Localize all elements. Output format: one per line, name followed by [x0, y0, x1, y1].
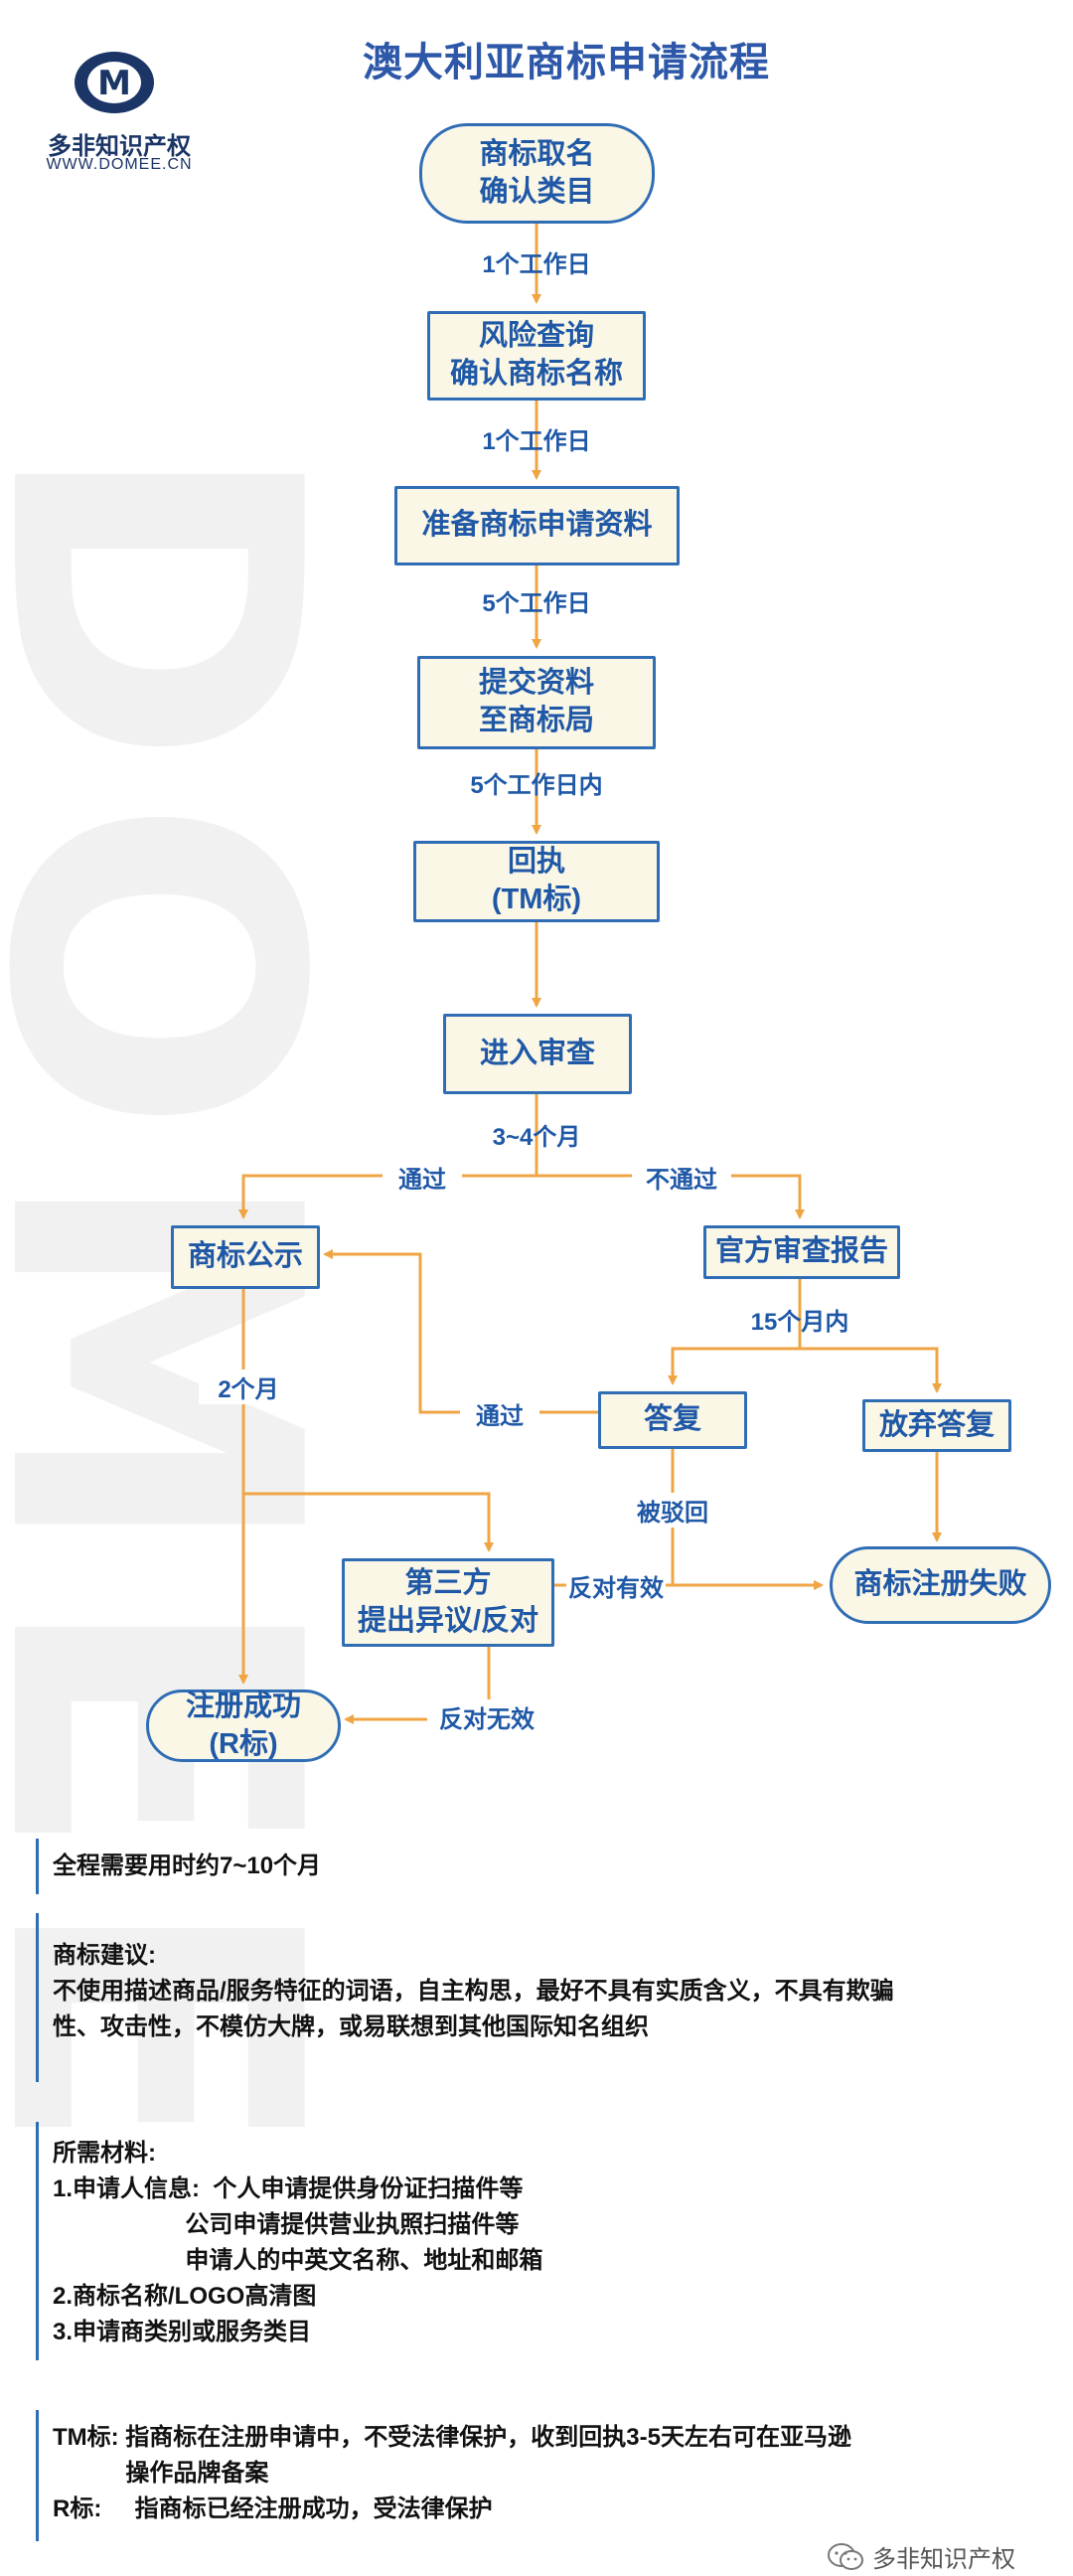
node-abandon-reply: 放弃答复 — [862, 1399, 1011, 1452]
label-reply-pass: 通过 — [460, 1396, 539, 1431]
node-receipt-tm: 回执(TM标) — [413, 841, 660, 922]
info-trademark-advice: 商标建议: 不使用描述商品/服务特征的词语，自主构思，最好不具有实质含义，不具有… — [36, 1913, 894, 2082]
node-registration-failed: 商标注册失败 — [830, 1546, 1051, 1624]
info-total-time: 全程需要用时约7~10个月 — [36, 1839, 321, 1894]
label-opposition-invalid: 反对无效 — [427, 1699, 546, 1734]
brand-url: WWW.DOMEE.CN — [46, 156, 193, 173]
label-rejected: 被驳回 — [621, 1493, 724, 1528]
node-registration-success: 注册成功(R标) — [146, 1690, 341, 1762]
label-opposition-valid: 反对有效 — [566, 1568, 666, 1603]
node-third-party-opposition: 第三方提出异议/反对 — [342, 1558, 554, 1647]
label-1-workday-a: 1个工作日 — [482, 251, 591, 278]
label-within-5-workdays: 5个工作日内 — [470, 772, 603, 799]
info-required-materials: 所需材料: 1.申请人信息: 个人申请提供身份证扫描件等 公司申请提供营业执照扫… — [36, 2122, 542, 2360]
arrow-report-abandon — [800, 1347, 942, 1393]
svg-text:M: M — [97, 64, 131, 103]
arrow-report-reply — [668, 1347, 800, 1385]
wechat-icon — [828, 2542, 863, 2570]
node-trademark-naming: 商标取名确认类目 — [419, 123, 655, 224]
label-1-workday-b: 1个工作日 — [482, 428, 591, 455]
node-submit-materials: 提交资料至商标局 — [417, 656, 656, 749]
node-risk-search: 风险查询确认商标名称 — [427, 311, 646, 401]
brand-name: 多非知识产权 — [48, 133, 191, 160]
page-title: 澳大利亚商标申请流程 — [363, 41, 770, 84]
label-not-pass: 不通过 — [632, 1160, 731, 1195]
node-prepare-materials: 准备商标申请资料 — [394, 486, 680, 565]
node-examination: 进入审查 — [443, 1014, 632, 1094]
label-3-4-months: 3~4个月 — [492, 1124, 581, 1151]
node-publication: 商标公示 — [171, 1225, 320, 1289]
domee-logo-icon: M — [75, 52, 154, 113]
node-reply: 答复 — [598, 1391, 747, 1449]
label-5-workdays: 5个工作日 — [482, 590, 591, 617]
label-pass: 通过 — [383, 1160, 462, 1195]
arrow-exam-report — [536, 1174, 805, 1219]
arrow-reply-publish — [323, 1249, 598, 1414]
label-within-15-months: 15个月内 — [750, 1309, 849, 1336]
node-official-report: 官方审查报告 — [703, 1225, 900, 1279]
wechat-account: 多非知识产权 — [827, 2539, 1015, 2574]
info-mark-definitions: TM标: 指商标在注册申请中，不受法律保护，收到回执3-5天左右可在亚马逊 操作… — [36, 2410, 851, 2541]
label-2-months: 2个月 — [199, 1369, 298, 1404]
arrow-publish-third — [243, 1492, 494, 1552]
